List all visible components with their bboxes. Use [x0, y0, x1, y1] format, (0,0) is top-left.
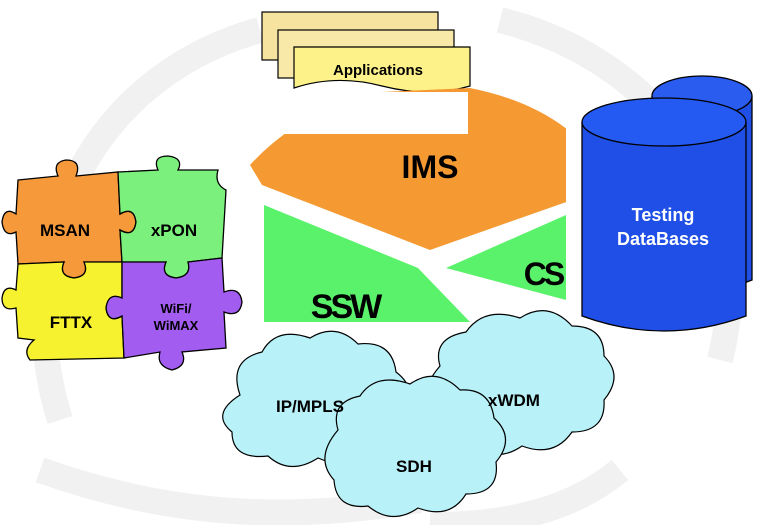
cs-segment: CS — [446, 215, 568, 300]
puzzle-piece-wifi — [105, 257, 243, 371]
database-cylinder-front — [581, 97, 747, 332]
xpon-label: xPON — [151, 221, 197, 240]
ip-mpls-label: IP/MPLS — [276, 397, 344, 416]
applications-label: Applications — [333, 62, 423, 79]
database-label-line2: DataBases — [617, 229, 709, 249]
wifi-label: WiFi/ — [161, 301, 192, 316]
puzzle-piece-msan — [1, 159, 137, 279]
ims-segment: IMS — [250, 88, 572, 250]
fttx-label: FTTX — [50, 313, 93, 332]
xwdm-label: xWDM — [488, 391, 540, 410]
sdh-label: SDH — [396, 457, 432, 476]
ims-label: IMS — [402, 149, 459, 185]
msan-label: MSAN — [40, 221, 90, 240]
cloud-sdh — [324, 375, 507, 518]
testing-databases: Testing DataBases — [581, 75, 753, 332]
transport-clouds: IP/MPLS xWDM SDH — [222, 310, 615, 518]
database-label-line1: Testing — [632, 205, 695, 225]
puzzle-piece-fttx — [1, 261, 125, 361]
ssw-label: SSW — [311, 288, 383, 326]
access-puzzle: MSAN xPON FTTX WiFi/ WiMAX — [1, 155, 243, 371]
ssw-segment: SSW — [264, 205, 470, 326]
cs-label: CS — [524, 256, 565, 292]
applications-stack: Applications — [261, 11, 471, 93]
wimax-label: WiMAX — [154, 318, 199, 333]
